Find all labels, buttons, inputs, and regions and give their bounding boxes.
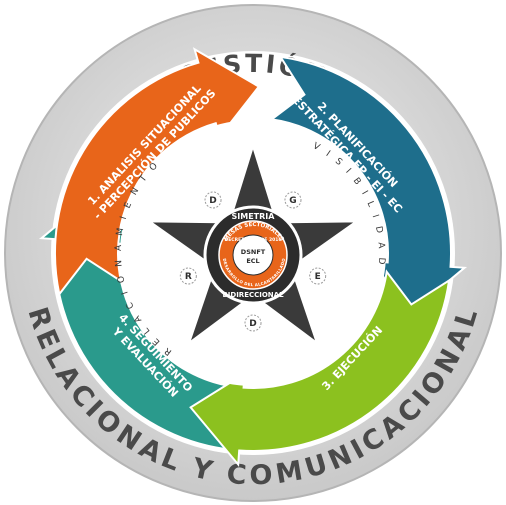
star-badge-letter-3: D — [249, 319, 256, 329]
phase-arrow-3 — [189, 269, 451, 468]
star-badge-letter-2: E — [315, 272, 321, 282]
star-badge-3 — [244, 314, 262, 332]
star-badge-4 — [179, 267, 197, 285]
star-badge-1 — [284, 191, 302, 209]
star-badge-letter-5: D — [209, 196, 216, 206]
hub-center-line1: DSNFT — [241, 248, 266, 256]
star-badge-letter-1: G — [289, 196, 296, 206]
star-badge-letter-4: R — [185, 272, 192, 282]
hub-bottom-label: BIDIRECCIONAL — [222, 291, 284, 299]
hub-top-label: SIMETRIA — [232, 212, 276, 221]
phase-arrow-2 — [269, 55, 468, 317]
hub-center-line2: ECL — [246, 257, 259, 265]
phase-arrow-1 — [54, 47, 261, 297]
star-badge-2 — [309, 267, 327, 285]
hub-decree-text: DECRETO 003 DE 2016 — [225, 237, 282, 243]
star-badge-5 — [204, 191, 222, 209]
hub-center — [232, 234, 274, 276]
